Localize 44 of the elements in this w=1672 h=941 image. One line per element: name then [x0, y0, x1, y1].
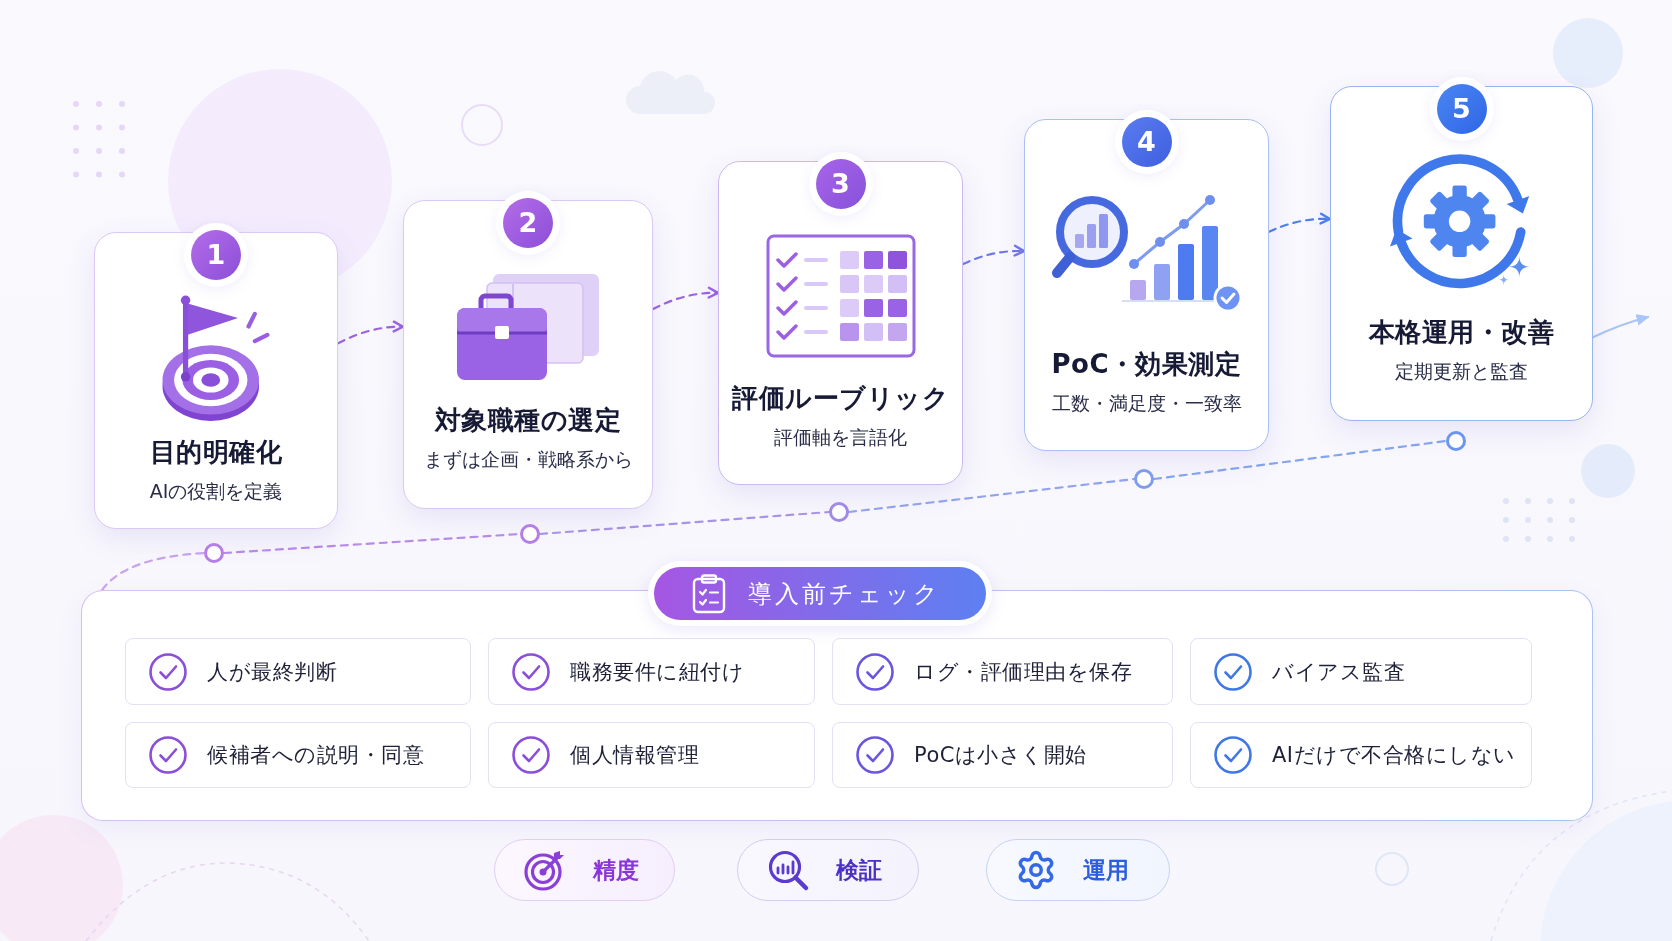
tag-label: 精度 [593, 856, 639, 885]
dashed-line [1152, 439, 1448, 481]
dashed-line [847, 477, 1136, 514]
item-label: ログ・評価理由を保存 [914, 658, 1132, 686]
step-description: AIの役割を定義 [149, 479, 283, 504]
checklist-item [1190, 638, 1532, 705]
tag-label: 検証 [836, 856, 882, 885]
step-description: 評価軸を言語化 [774, 425, 907, 450]
dashed-arrow [961, 244, 1026, 266]
timeline-marker [520, 524, 540, 544]
dashed-arrow [651, 286, 720, 311]
tag-label: 運用 [1083, 856, 1129, 885]
arrow [1591, 314, 1650, 339]
checklist-item [125, 722, 471, 788]
checklist-item [125, 638, 471, 705]
item-label: バイアス監査 [1272, 658, 1405, 686]
timeline-marker [1446, 431, 1466, 451]
step-description: 定期更新と監査 [1395, 359, 1528, 384]
step-title: 対象職種の選定 [434, 404, 622, 437]
step-title: 目的明確化 [149, 436, 283, 469]
step-title: PoC・効果測定 [1051, 348, 1242, 381]
checklist-item [488, 722, 815, 788]
step-description: 工数・満足度・一致率 [1051, 391, 1242, 416]
step-title: 評価ルーブリック [732, 382, 949, 415]
checklist-item [488, 638, 815, 705]
item-label: AIだけで不合格にしない [1272, 742, 1516, 769]
timeline-marker [1134, 469, 1154, 489]
step-description: まずは企画・戦略系から [423, 447, 633, 472]
dashed-line [101, 551, 206, 592]
section-title: 導入前チェック [748, 578, 941, 610]
checklist-item [832, 638, 1173, 705]
item-label: 職務要件に紐付け [570, 658, 744, 686]
item-label: 候補者への説明・同意 [207, 742, 424, 769]
checklist-item [832, 722, 1173, 788]
item-label: 個人情報管理 [570, 742, 699, 769]
item-label: PoCは小さく開始 [914, 742, 1087, 769]
dashed-arrow [1267, 212, 1332, 233]
checklist-item [1190, 722, 1532, 788]
timeline-marker [829, 502, 849, 522]
dashed-arrow [336, 320, 405, 345]
item-label: 人が最終判断 [207, 658, 337, 686]
dashed-line [538, 510, 831, 536]
timeline-marker [204, 543, 224, 563]
step-title: 本格運用・改善 [1368, 316, 1555, 349]
